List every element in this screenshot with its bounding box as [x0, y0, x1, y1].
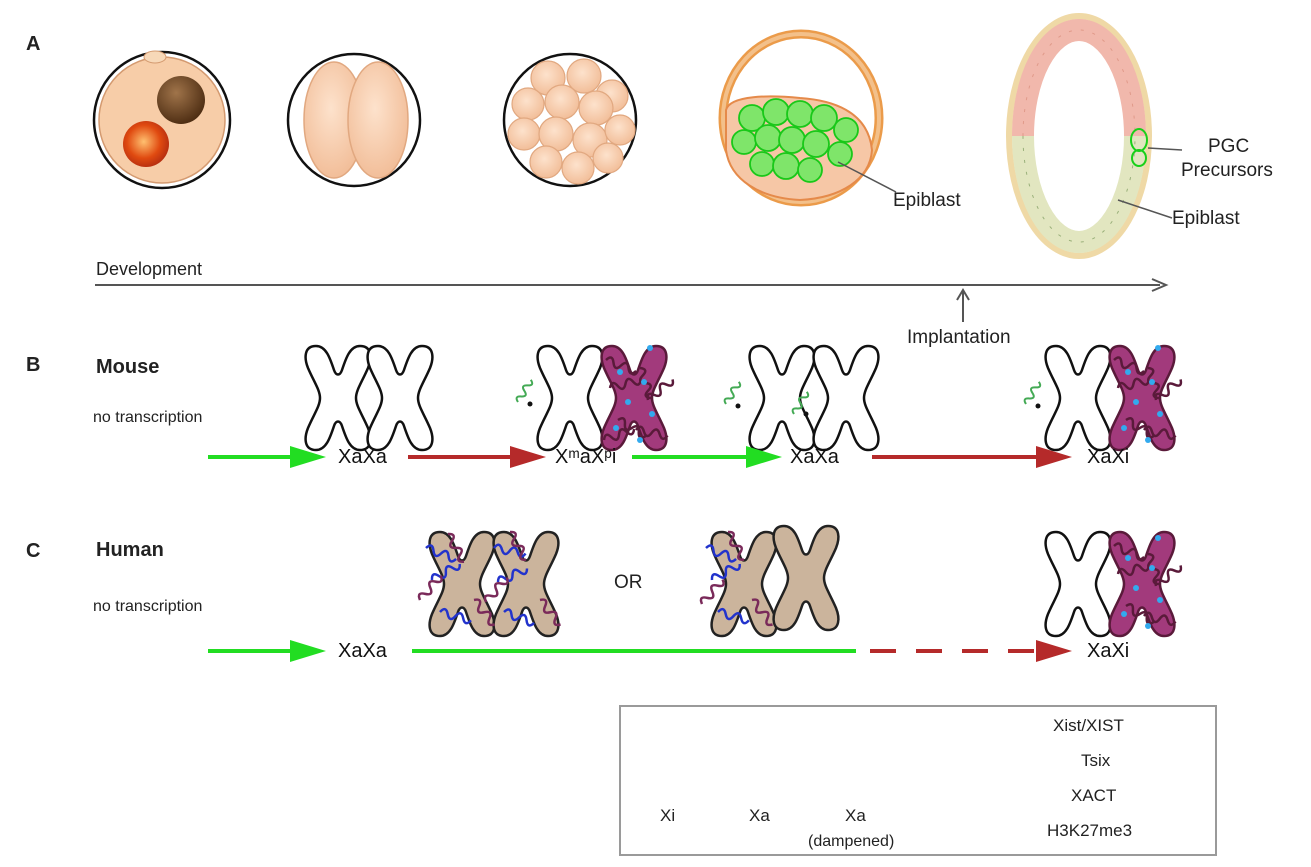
two-cell-embryo — [286, 52, 422, 188]
morula — [502, 52, 638, 188]
panel-a-label: A — [26, 33, 41, 55]
human-xist-xact-pair — [697, 524, 840, 638]
egg-cylinder — [1006, 13, 1183, 259]
human-note: no transcription — [93, 598, 203, 615]
mouse-state-4: XaXi — [1087, 446, 1130, 468]
mouse-state-1: XaXa — [338, 446, 387, 468]
legend-xa-label: Xa — [749, 806, 770, 825]
mouse-xa-pair-1 — [304, 344, 434, 452]
development-label: Development — [96, 259, 203, 279]
pgc-label-line2: Precursors — [1181, 160, 1273, 181]
legend-xact-label: XACT — [1071, 786, 1117, 805]
or-label: OR — [614, 572, 643, 593]
development-axis — [95, 278, 1169, 322]
mouse-xaxi-pair — [1022, 344, 1185, 452]
pgc-label-line1: PGC — [1208, 136, 1250, 157]
mouse-note: no transcription — [93, 409, 203, 426]
legend-box — [619, 705, 1217, 856]
human-arrows — [208, 640, 1072, 662]
legend-xist-label: Xist/XIST — [1053, 716, 1124, 735]
legend-xa-dampened-label: Xa — [845, 806, 866, 825]
legend-h3k27me3-label: H3K27me3 — [1047, 821, 1133, 840]
mouse-state-2: XᵐaXᵖi — [555, 446, 617, 468]
legend-xi-label: Xi — [660, 806, 676, 825]
panel-b-label: B — [26, 354, 41, 376]
mouse-state-3: XaXa — [790, 446, 839, 468]
human-xaxi-pair — [1044, 530, 1185, 638]
blastocyst — [718, 29, 897, 207]
mouse-title: Mouse — [96, 356, 160, 378]
human-title: Human — [96, 539, 164, 561]
epiblast-label-blastocyst: Epiblast — [893, 190, 961, 211]
epiblast-label-egg: Epiblast — [1172, 208, 1240, 229]
mouse-imprinted-pair — [514, 344, 677, 452]
mouse-arrows — [208, 446, 1072, 468]
panel-c-label: C — [26, 540, 41, 562]
human-state-2: XaXi — [1087, 640, 1130, 662]
implantation-label: Implantation — [907, 327, 1011, 348]
human-xact-pair — [415, 528, 565, 638]
zygote — [92, 50, 232, 190]
mouse-xa-pair-2 — [722, 344, 880, 452]
legend-tsix-label: Tsix — [1081, 751, 1111, 770]
human-state-1: XaXa — [338, 640, 387, 662]
legend-dampened-label: (dampened) — [808, 833, 895, 850]
